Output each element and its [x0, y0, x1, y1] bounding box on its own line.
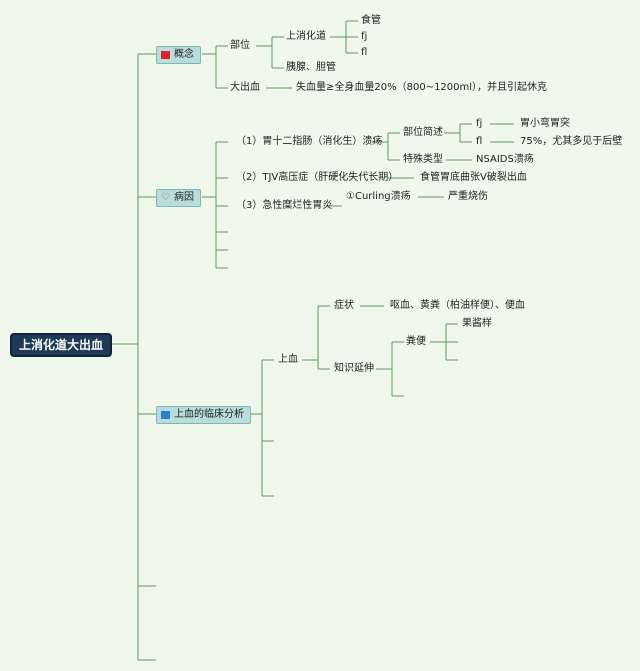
- node-knowledge-extension[interactable]: 知识延伸: [334, 363, 374, 374]
- node-severe-burn[interactable]: 严重烧伤: [448, 191, 488, 202]
- branch-clinical[interactable]: 上血的临床分析: [156, 406, 251, 424]
- root-topic[interactable]: 上消化道大出血: [10, 333, 112, 357]
- node-ulcer-fl-detail[interactable]: 75%，尤其多见于后壁: [520, 136, 623, 147]
- branch-concept[interactable]: 概念: [156, 46, 201, 64]
- node-massive-bleeding[interactable]: 大出血: [230, 82, 260, 93]
- blue-flag-icon: [161, 411, 170, 419]
- heart-icon: ♡: [161, 192, 170, 203]
- node-jam-stool[interactable]: 果酱样: [462, 318, 492, 329]
- node-ulcer-site[interactable]: 部位简述: [403, 127, 443, 138]
- node-portal-hypertension[interactable]: （2）TJV高压症（肝硬化失代长期）: [236, 172, 399, 183]
- node-erosive-gastritis[interactable]: （3）急性糜烂性胃炎: [236, 200, 333, 211]
- node-ulcer-fj[interactable]: fj: [476, 118, 483, 129]
- node-curling-ulcer[interactable]: ①Curling溃疡: [346, 191, 411, 202]
- node-esophagus[interactable]: 食管: [361, 15, 381, 26]
- node-nsaids-ulcer[interactable]: NSAIDS溃疡: [476, 154, 534, 165]
- node-ulcer-fl[interactable]: fl: [476, 136, 483, 147]
- node-pancreas-bile[interactable]: 胰腺、胆管: [286, 62, 336, 73]
- branch-clinical-label: 上血的临床分析: [174, 409, 244, 420]
- red-flag-icon: [161, 51, 170, 59]
- node-bleeding-definition[interactable]: 失血量≥全身血量20%（800~1200ml），并且引起休克: [296, 82, 548, 93]
- node-peptic-ulcer[interactable]: （1）胃十二指肠（消化生）溃疡: [236, 136, 383, 147]
- branch-etiology[interactable]: ♡ 病因: [156, 189, 201, 207]
- node-symptoms[interactable]: 症状: [334, 300, 354, 311]
- node-upper-bleed[interactable]: 上血: [278, 354, 298, 365]
- node-stool[interactable]: 粪便: [406, 336, 426, 347]
- node-site[interactable]: 部位: [230, 40, 250, 51]
- branch-etiology-label: 病因: [173, 192, 194, 203]
- node-special-type[interactable]: 特殊类型: [403, 154, 443, 165]
- branch-concept-label: 概念: [174, 49, 194, 60]
- node-varices-bleeding[interactable]: 食管胃底曲张V破裂出血: [420, 172, 527, 183]
- node-upper-gi[interactable]: 上消化道: [286, 31, 326, 42]
- node-fl[interactable]: fl: [361, 47, 368, 58]
- node-ulcer-fj-detail[interactable]: 胃小弯胃突: [520, 118, 570, 129]
- node-symptoms-detail[interactable]: 呕血、黄粪（柏油样便）、便血: [390, 300, 525, 311]
- node-fj[interactable]: fj: [361, 31, 368, 42]
